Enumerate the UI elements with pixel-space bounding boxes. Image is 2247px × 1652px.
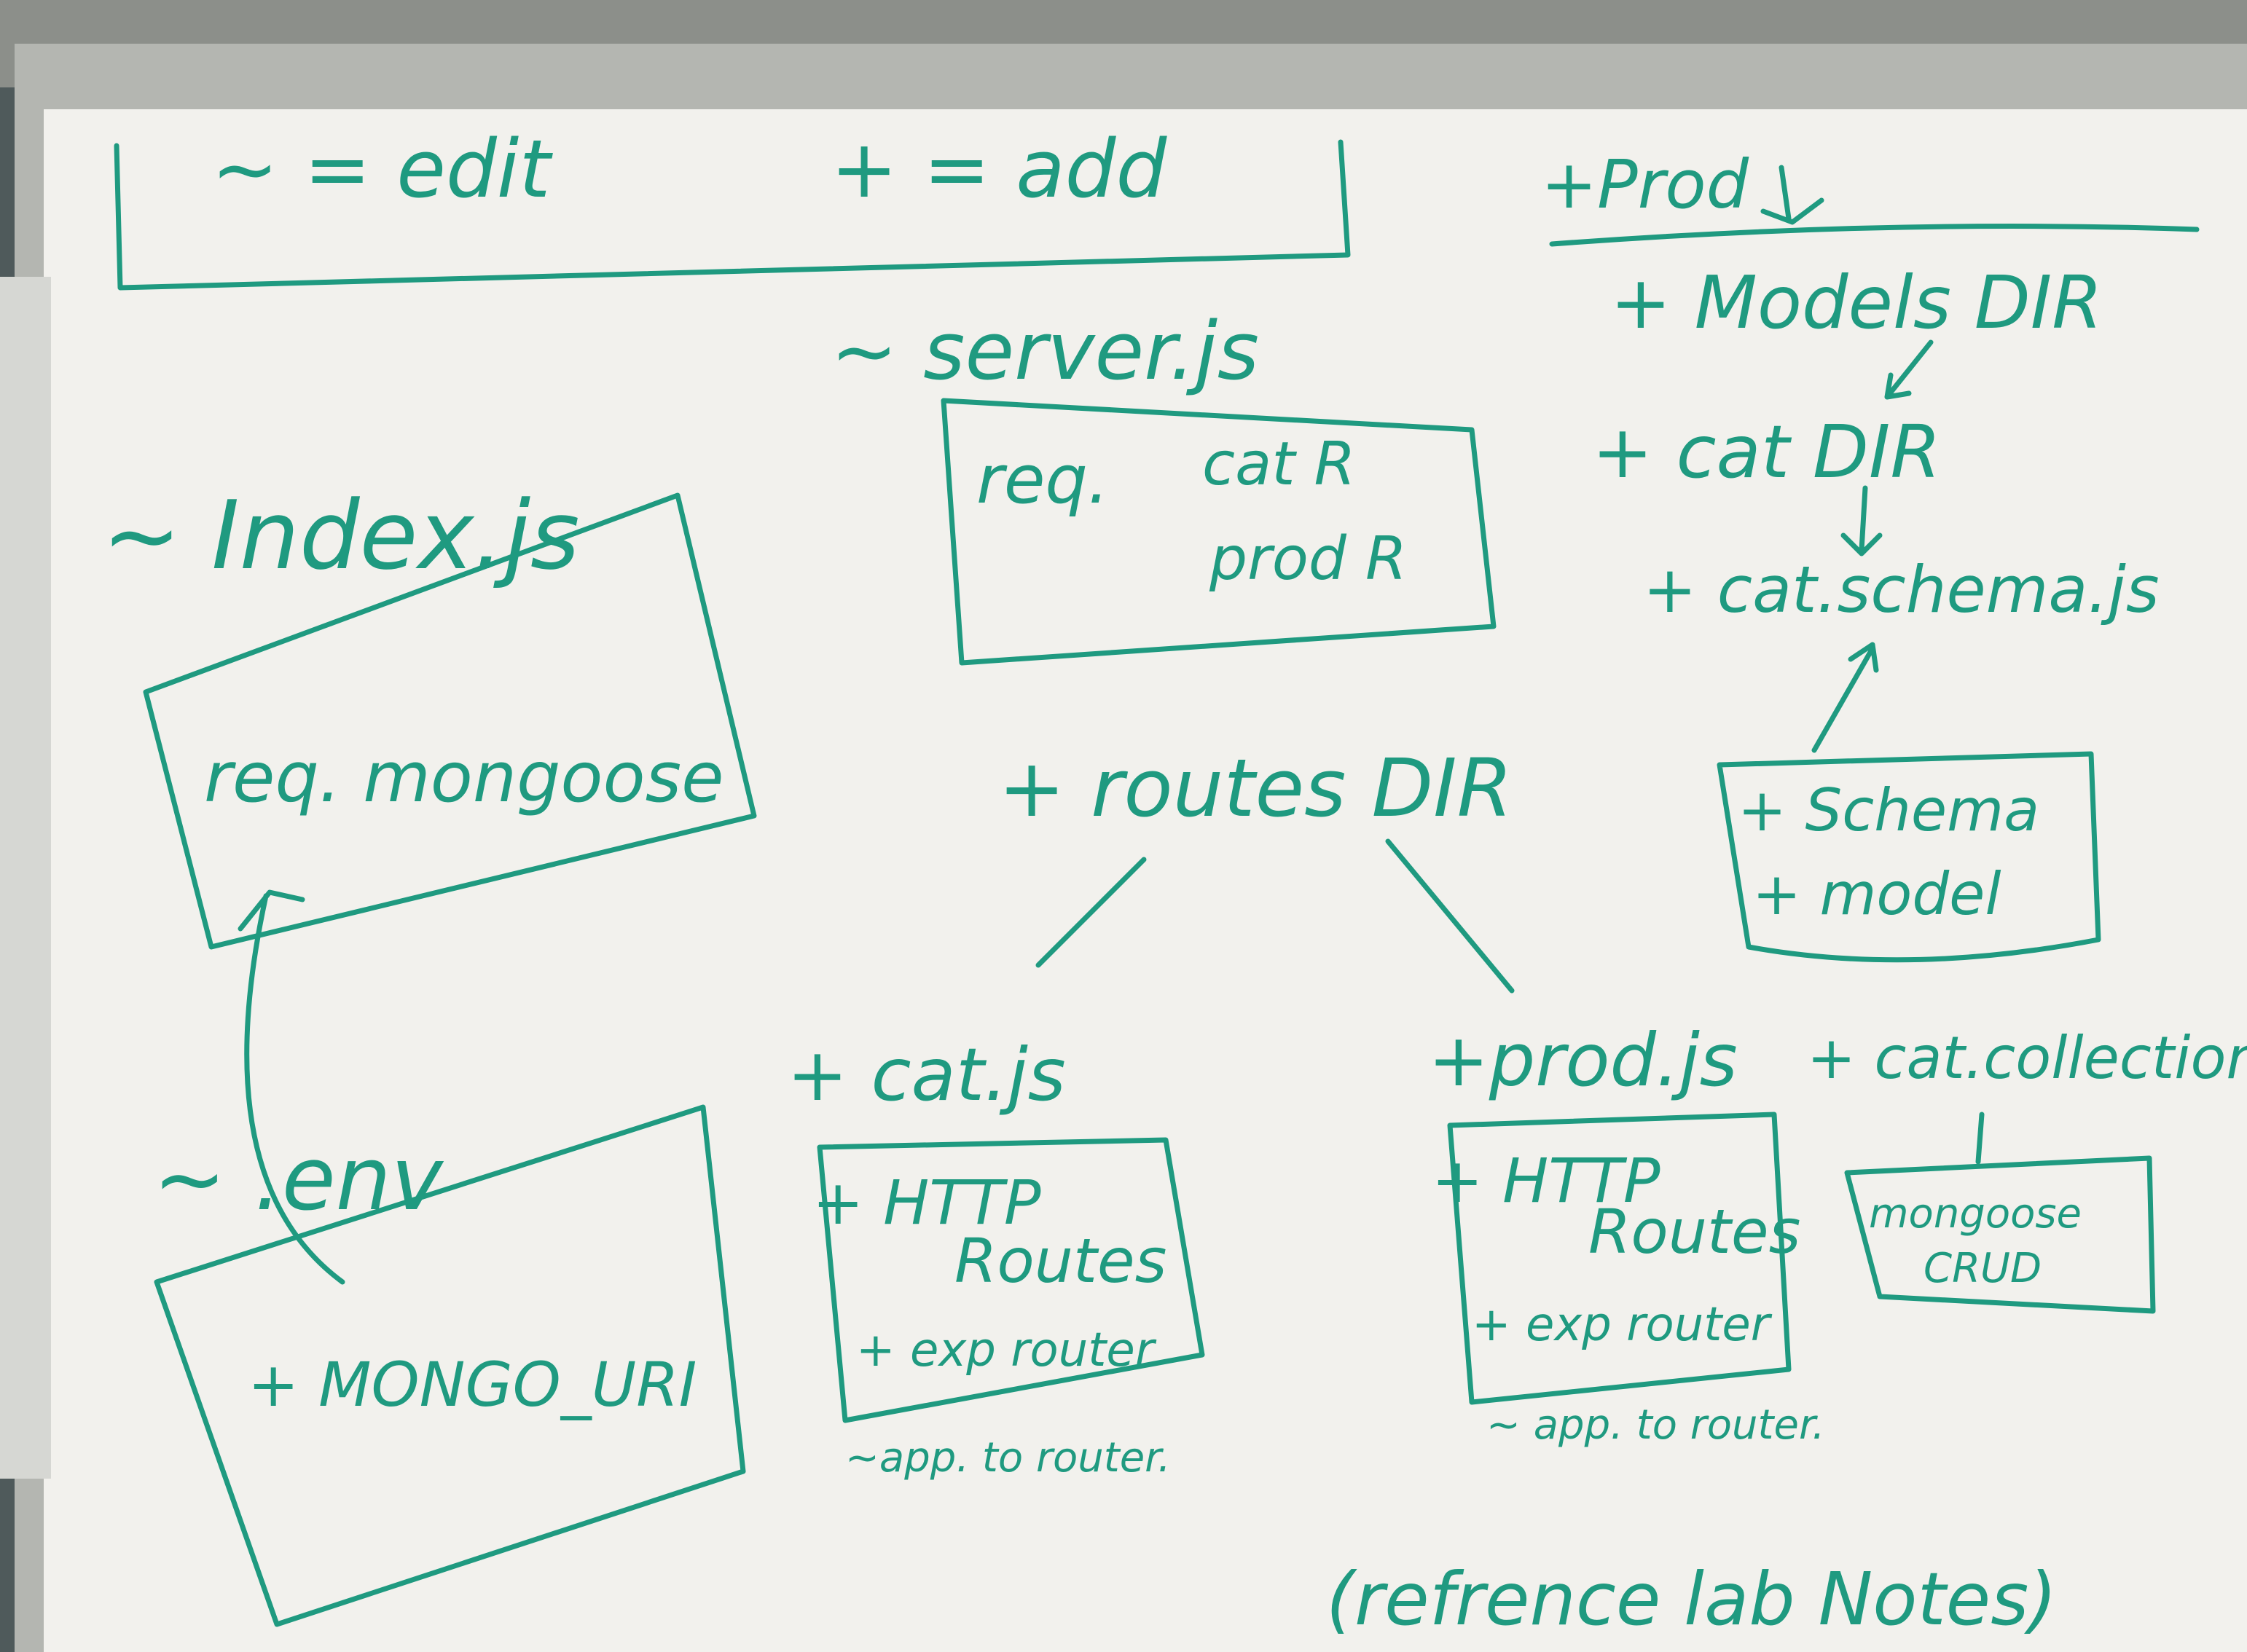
index-title: ~ Index.js (102, 480, 580, 591)
arrow-box-to-schema (1811, 642, 1879, 753)
prod-js-title: +prod.js (1428, 1018, 1738, 1103)
prod-js-box (1447, 1112, 1792, 1405)
cat-collection-box (1844, 1155, 2156, 1314)
server-prod-r: prod R (1209, 524, 1407, 594)
index-req: req. mongoose (204, 738, 724, 818)
prod-js-app: ~ app. to router. (1486, 1401, 1825, 1449)
legend-edit: ~ = edit (211, 122, 553, 216)
schema-box-line2: + model (1752, 860, 2001, 928)
models-dir: + Models DIR (1610, 260, 2103, 345)
legend-box (114, 139, 1351, 291)
cat-js-http: + HTTP (812, 1167, 1041, 1238)
arrow-models-to-cat (1884, 339, 1934, 400)
prod-header: +Prod (1541, 146, 1749, 224)
branch-left (1035, 857, 1147, 968)
server-req: req. (976, 441, 1109, 519)
env-box (154, 1104, 746, 1627)
server-cat-r: cat R (1202, 430, 1356, 499)
cat-collection-line1: mongoose (1869, 1190, 2082, 1238)
cat-collection-line2: CRUD (1924, 1245, 2042, 1292)
schema-model-box (1717, 751, 2101, 963)
cat-js-routes: Routes (954, 1225, 1166, 1297)
index-box (143, 492, 757, 950)
prod-js-routes: Routes (1588, 1196, 1800, 1267)
env-title: ~ .env (153, 1129, 444, 1230)
arrow-cat-to-schema (1840, 485, 1883, 556)
cat-js-app: ~app. to router. (845, 1434, 1171, 1482)
reference-note: (refrence lab Notes) (1326, 1557, 2057, 1642)
cat-js-title: + cat.js (787, 1032, 1066, 1117)
legend-add: + = add (831, 122, 1167, 216)
prod-arrow (1760, 165, 1824, 225)
prod-js-http: + HTTP (1432, 1145, 1660, 1216)
server-box (941, 398, 1497, 666)
board-left-edge (0, 277, 51, 1479)
prod-underline (1549, 224, 2200, 247)
schema-box-line1: + Schema (1738, 776, 2039, 844)
cat-dir: + cat DIR (1592, 409, 1941, 495)
cat-collection-connector (1975, 1112, 1985, 1165)
routes-dir: + routes DIR (998, 742, 1513, 835)
server-title: ~ server.js (831, 304, 1259, 398)
cat-js-exp: + exp router (856, 1323, 1157, 1377)
board-surface (44, 109, 2247, 1652)
env-mongo: + MONGO_URI (248, 1349, 697, 1420)
arrow-env-to-index (238, 889, 345, 1285)
prod-js-exp: + exp router (1472, 1298, 1773, 1352)
cat-collection-title: + cat.collection.js (1807, 1024, 2247, 1092)
cat-js-box (817, 1137, 1205, 1423)
cat-schema: + cat.schema.js (1643, 552, 2160, 627)
branch-right (1385, 838, 1515, 994)
